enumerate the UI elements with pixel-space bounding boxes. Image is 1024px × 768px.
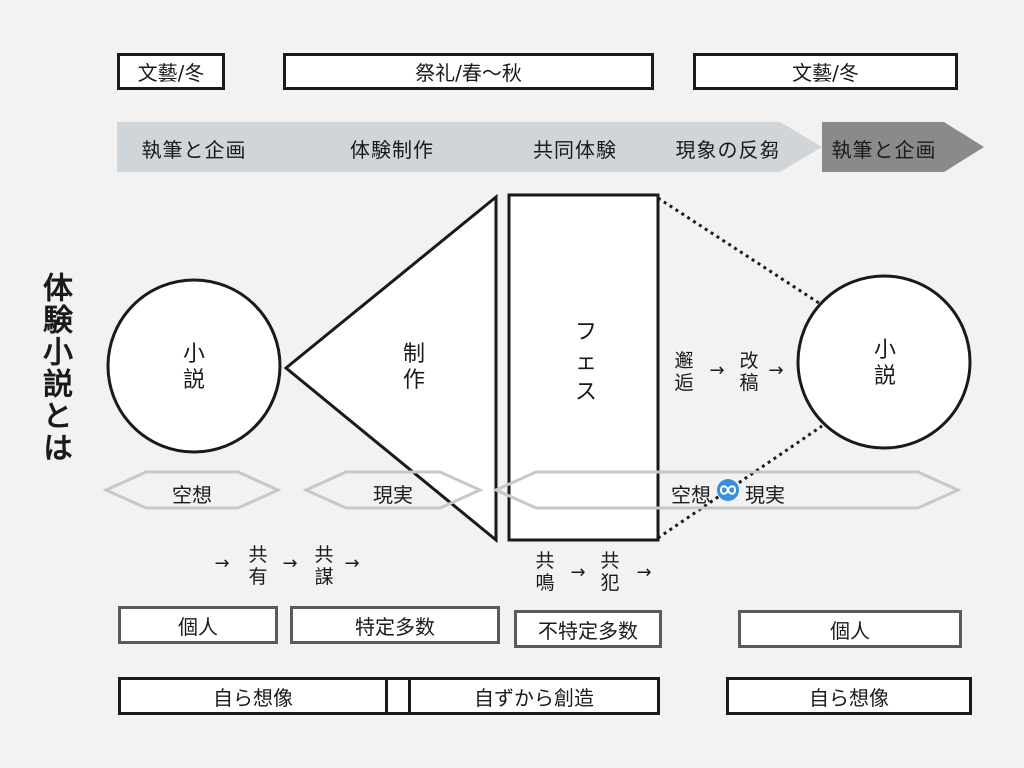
stage-writing-planning: 執筆と企画	[141, 138, 247, 162]
stage-band-arrow	[117, 122, 822, 172]
stage-shared-experience: 共同体験	[533, 138, 617, 162]
hexagon-reality-label: 現実	[373, 483, 413, 507]
hexagon-fantasy-reality	[492, 470, 962, 510]
encounter-arrow-2: →	[768, 360, 784, 381]
hexagon-long-left-label: 空想	[671, 483, 711, 507]
stage-next-writing-planning: 執筆と企画	[831, 138, 937, 162]
creation-self-imagine-left-label: 自ら想像	[213, 685, 293, 710]
audience-individual-left: 個人	[118, 606, 278, 644]
season-bar-middle-label: 祭礼/春〜秋	[415, 61, 522, 85]
stage-experience-production: 体験制作	[350, 138, 434, 162]
flow-accomplice-label: 共犯	[600, 550, 620, 594]
encounter-arrow-1: →	[709, 360, 725, 381]
flow-conspire-label: 共謀	[314, 544, 334, 588]
creation-spontaneous-create-label: 自ずから創造	[474, 685, 594, 710]
flow-mid-arrow-1: →	[570, 562, 586, 583]
dotted-line-bottom	[657, 424, 823, 540]
audience-unspecified-many-label: 不特定多数	[538, 618, 638, 643]
hexagon-fantasy	[102, 470, 282, 510]
novel-left-circle	[106, 278, 282, 454]
season-bar-right-label: 文藝/冬	[792, 61, 859, 85]
hexagon-reality	[302, 470, 484, 510]
hexagon-fantasy-label: 空想	[172, 483, 212, 507]
novel-left-label: 小説	[182, 342, 205, 393]
season-bar-left: 文藝/冬	[117, 53, 225, 90]
fes-label: フェス	[574, 320, 597, 405]
season-bar-right: 文藝/冬	[693, 53, 958, 90]
fes-rectangle	[507, 193, 660, 542]
flow-left-arrow-2: →	[344, 553, 360, 574]
audience-individual-right-label: 個人	[830, 618, 870, 643]
stage-next-arrow	[822, 122, 984, 172]
production-triangle	[283, 193, 498, 544]
side-title: 体験小説とは	[37, 272, 72, 464]
audience-unspecified-many: 不特定多数	[514, 610, 662, 648]
audience-individual-right: 個人	[738, 610, 962, 648]
season-bar-middle: 祭礼/春〜秋	[283, 53, 654, 90]
infinity-icon	[717, 479, 739, 501]
encounter-label: 邂逅	[674, 350, 694, 394]
audience-specific-many-label: 特定多数	[355, 614, 435, 639]
creation-self-imagine-left: 自ら想像	[118, 677, 388, 715]
flow-mid-arrow-2: →	[636, 562, 652, 583]
dotted-line-top	[657, 196, 823, 307]
audience-specific-many: 特定多数	[290, 606, 500, 644]
audience-individual-left-label: 個人	[178, 614, 218, 639]
season-bar-left-label: 文藝/冬	[137, 61, 205, 85]
novel-right-label: 小説	[873, 338, 896, 389]
creation-self-imagine-right-label: 自ら想像	[809, 685, 889, 710]
stage-reflection: 現象の反芻	[675, 138, 781, 162]
production-label: 制作	[402, 342, 425, 393]
hexagon-long-right-label: 現実	[745, 483, 785, 507]
creation-spontaneous-create: 自ずから創造	[408, 677, 660, 715]
flow-share-label: 共有	[248, 544, 268, 588]
revision-label: 改稿	[739, 350, 759, 394]
flow-left-arrow-1: →	[282, 553, 298, 574]
flow-left-arrow-0: →	[214, 553, 230, 574]
flow-resonance-label: 共鳴	[535, 550, 555, 594]
novel-right-circle	[796, 274, 972, 450]
creation-self-imagine-right: 自ら想像	[726, 677, 972, 715]
